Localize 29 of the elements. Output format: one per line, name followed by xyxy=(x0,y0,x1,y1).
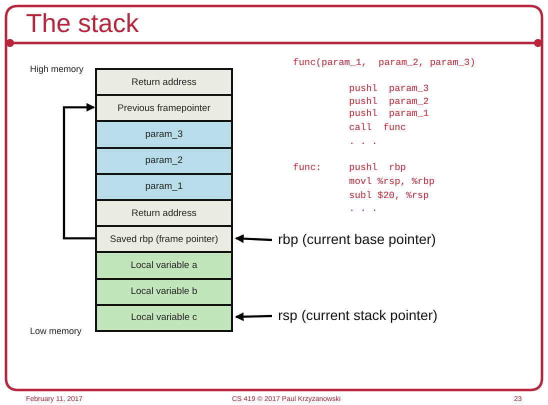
stack-cell: Local variable c xyxy=(95,304,233,332)
code-line: func: xyxy=(293,162,322,173)
code-line: func(param_1, param_2, param_3) xyxy=(293,57,476,68)
stack-cell: param_1 xyxy=(95,172,233,201)
code-line: subl $20, %rsp xyxy=(349,190,429,201)
stack-cell: Previous framepointer xyxy=(95,94,233,122)
code-line: call func xyxy=(349,122,406,133)
pointer-label: rsp (current stack pointer) xyxy=(278,307,438,323)
code-line: . . . xyxy=(349,136,378,147)
stack-cell: Saved rbp (frame pointer) xyxy=(95,225,233,254)
stack-cell: Return address xyxy=(95,68,233,96)
pointer-label: rbp (current base pointer) xyxy=(278,231,436,247)
stack-cell: param_3 xyxy=(95,120,233,149)
code-line: pushl param_2 xyxy=(349,96,429,107)
stack-cell: Return address xyxy=(95,199,233,228)
memory-label: High memory xyxy=(30,64,84,74)
code-line: movl %rsp, %rbp xyxy=(349,176,435,187)
slide-title: The stack xyxy=(26,8,139,39)
memory-label: Low memory xyxy=(30,326,82,336)
arrow xyxy=(62,102,96,240)
code-line: pushl param_1 xyxy=(349,108,429,119)
code-line: pushl rbp xyxy=(349,162,406,173)
stack-cell: Local variable b xyxy=(95,278,233,306)
stack-cell: Local variable a xyxy=(95,251,233,280)
code-line: . . . xyxy=(349,203,378,214)
arrow xyxy=(234,312,272,322)
stack-cell: param_2 xyxy=(95,146,233,175)
arrow xyxy=(234,234,272,244)
code-line: pushl param_3 xyxy=(349,83,429,94)
